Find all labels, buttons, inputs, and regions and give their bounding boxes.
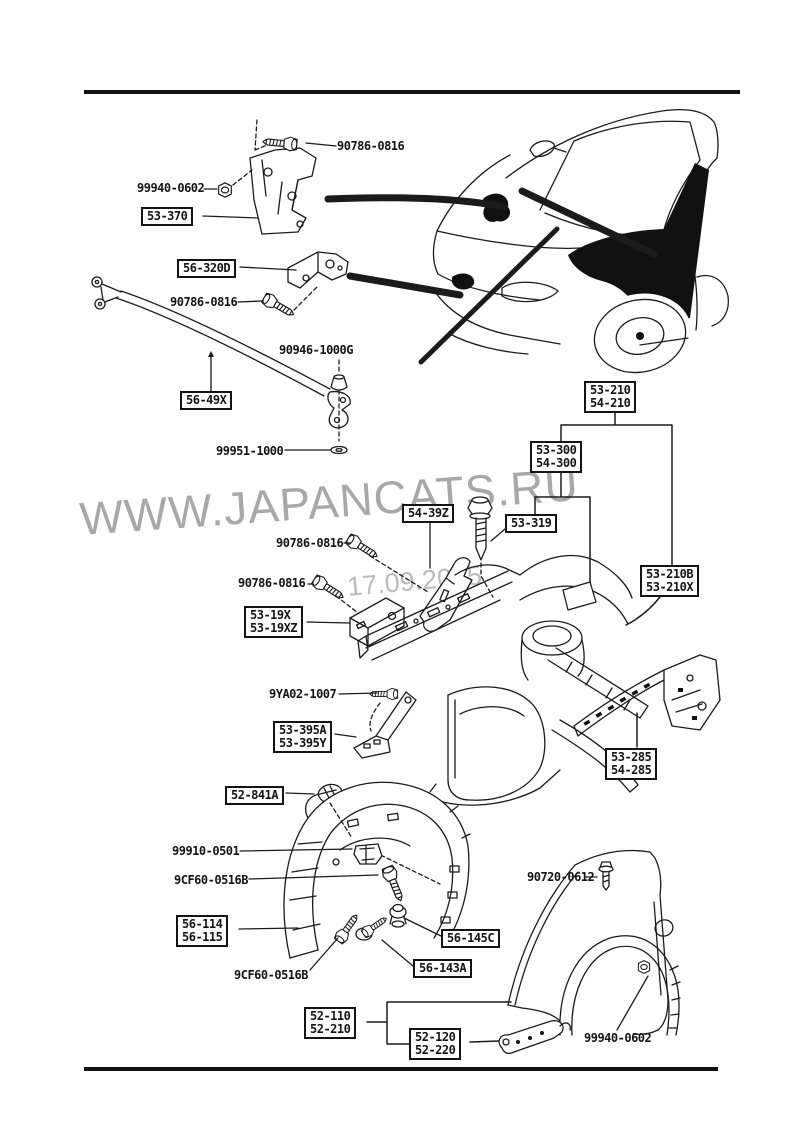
front-fender-panel: [507, 849, 681, 1036]
long-mounting-bolt-53-319: [467, 496, 506, 598]
liner-fasteners: [239, 843, 442, 971]
bottom-border-rule: [84, 1067, 718, 1071]
gusset-bracket-53-395: [334, 687, 417, 759]
frame-rail-apron-assembly: [357, 554, 649, 806]
thick-leader-3: [418, 226, 560, 365]
center-bolts: [307, 532, 429, 617]
thick-leader-1: [324, 194, 508, 211]
shroud-upper-bracket-54-39Z: [419, 520, 473, 632]
vehicle-three-quarter-view: [324, 108, 730, 379]
wheelhouse-splash-shield: [238, 781, 471, 959]
cowl-bar-in-situ: [518, 187, 658, 258]
connector-tree: [534, 411, 673, 626]
fender-lower-bracket-52-120: [498, 1020, 572, 1055]
top-border-rule: [84, 90, 740, 94]
front-crossmember-bar-56-49X: [91, 276, 351, 455]
side-bracket-53-19X: [306, 597, 405, 647]
thick-leader-2: [346, 272, 464, 299]
bottom-connectors: [366, 1001, 512, 1045]
stay-bracket-56-320D: [237, 251, 349, 322]
apron-reinforcement-53-285: [573, 654, 721, 748]
hood-hinge-bracket-53-370: [202, 119, 337, 235]
